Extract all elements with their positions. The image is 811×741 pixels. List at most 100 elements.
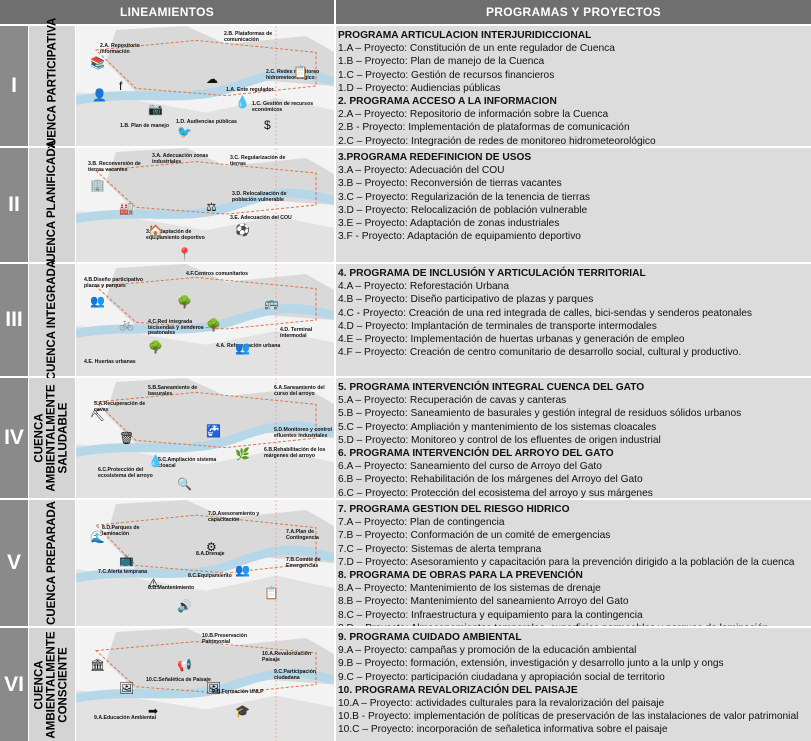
map-symbol-icon: 🏭 bbox=[119, 201, 134, 215]
project-item: 9.B – Proyecto: formación, extensión, in… bbox=[338, 658, 724, 670]
project-item: 8.A – Proyecto: Mantenimiento de los sis… bbox=[338, 583, 601, 595]
project-item: 6.B – Proyecto: Rehabilitación de los má… bbox=[338, 474, 643, 486]
map-annotation: 7.A.Plan de Contingencia bbox=[286, 529, 319, 541]
map-symbol-icon: 🚌 bbox=[264, 296, 279, 310]
program-heading: 7. PROGRAMA GESTION DEL RIESGO HIDRICO bbox=[338, 504, 570, 515]
row-lineamiento-label: CUENCA PLANIFICADA bbox=[29, 140, 75, 270]
map-annotation: 6.A.Saneamiento del curso del arroyo bbox=[274, 385, 325, 397]
project-item: 10.B - Proyecto: implementación de polít… bbox=[338, 711, 799, 723]
map-background bbox=[76, 628, 334, 741]
map-symbol-icon: 🏛 bbox=[90, 658, 106, 672]
project-item: 9.A – Proyecto: campañas y promoción de … bbox=[338, 645, 637, 657]
map-background bbox=[76, 500, 334, 626]
map-symbol-icon: 🌊 bbox=[90, 530, 105, 544]
row-roman-number: III bbox=[0, 264, 28, 376]
project-item: 3.B – Proyecto: Reconversión de tierras … bbox=[338, 178, 562, 190]
project-item: 4.B – Proyecto: Diseño participativo de … bbox=[338, 294, 594, 306]
row-lineamiento-label: CUENCA PARTICIPATIVA bbox=[29, 18, 75, 154]
map-annotation: 1.B. Plan de manejo bbox=[120, 123, 170, 129]
map-background bbox=[76, 26, 334, 146]
map-symbol-icon: 📺 bbox=[119, 553, 134, 567]
map-symbol-icon: 🚰 bbox=[206, 424, 221, 438]
project-item: 5.A – Proyecto: Recuperación de cavas y … bbox=[338, 395, 567, 407]
program-heading: 10. PROGRAMA REVALORIZACIÓN DEL PAISAJE bbox=[338, 684, 578, 696]
map-symbol-icon: $ bbox=[264, 118, 271, 132]
map-symbol-icon: ⚖ bbox=[206, 200, 217, 214]
map-symbol-icon: 👥 bbox=[235, 563, 250, 577]
map-annotation: 1.C. Gestión de recursos económicos bbox=[252, 101, 314, 113]
map-annotation: 4.D. Terminal intermodal bbox=[280, 327, 313, 339]
map-annotation: 9.A.Educación Ambiental bbox=[94, 715, 157, 721]
project-item: 8.C – Proyecto: Infraestructura y equipa… bbox=[338, 609, 643, 621]
project-item: 6.C – Proyecto: Protección del ecosistem… bbox=[338, 487, 653, 498]
map-symbol-icon: ⚙ bbox=[206, 540, 217, 554]
project-item: 7.C – Proyecto: Sistemas de alerta tempr… bbox=[338, 543, 542, 555]
map-symbol-icon: 📢 bbox=[177, 658, 192, 672]
project-item: 5.B – Proyecto: Saneamiento de basurales… bbox=[338, 408, 742, 420]
map-annotation: 9.B.Formación UNLP bbox=[212, 689, 264, 695]
row-lineamiento-label: CUENCA INTEGRADA bbox=[29, 260, 75, 380]
map-symbol-icon: 📋 bbox=[293, 65, 308, 79]
map-annotation: 4.B.Diseño participativo plazas y parque… bbox=[84, 277, 144, 289]
map-symbol-icon: 🌿 bbox=[235, 447, 250, 461]
project-item: 5.D – Proyecto: Monitoreo y control de l… bbox=[338, 434, 661, 446]
project-item: 2.A – Proyecto: Repositorio de informaci… bbox=[338, 109, 609, 121]
row-roman-number: V bbox=[0, 500, 28, 626]
project-item: 1.D – Proyecto: Audiencias públicas bbox=[338, 82, 501, 94]
map-annotation: 4.A. Reforestación urbana bbox=[216, 343, 281, 349]
project-item: 1.B – Proyecto: Plan de manejo de la Cue… bbox=[338, 56, 545, 68]
program-heading: 4. PROGRAMA DE INCLUSIÓN Y ARTICULACIÓN … bbox=[338, 268, 646, 279]
map-symbol-icon: 🖼 bbox=[206, 681, 222, 695]
header-programas: PROGRAMAS Y PROYECTOS bbox=[336, 0, 811, 24]
project-item: 4.E – Proyecto: Implementación de huerta… bbox=[338, 334, 685, 346]
map-annotation: 2.C. Redes monitoreo hidrometeorológico bbox=[266, 69, 320, 81]
map-background bbox=[76, 378, 334, 498]
map-symbol-icon: 🏠 bbox=[148, 224, 163, 238]
map-annotation: 8.C.Equipamiento bbox=[188, 573, 232, 579]
map-symbol-icon: f bbox=[119, 79, 123, 93]
row-lineamiento-label: CUENCA PREPARADA bbox=[29, 500, 75, 626]
map-annotation: 5.A.Recuperación de cavas bbox=[94, 401, 146, 413]
map-background bbox=[76, 148, 334, 262]
project-item: 4.C - Proyecto: Creación de una red inte… bbox=[338, 307, 752, 319]
map-annotation: 7.C.Alerta temprana bbox=[98, 569, 148, 575]
map-symbol-icon: ⛏ bbox=[90, 408, 106, 422]
project-item: 3.F - Proyecto: Adaptación de equipamien… bbox=[338, 231, 581, 243]
map-annotation: 4.E. Huertas urbanas bbox=[84, 359, 136, 365]
project-item: 9.C – Proyecto: participación ciudadana … bbox=[338, 671, 665, 683]
map-annotation: 10.A.Revalorización Paisaje bbox=[262, 651, 312, 663]
map-annotation: 2.A. Repositorio información bbox=[100, 43, 140, 55]
row-roman-number: VI bbox=[0, 628, 28, 741]
map-symbol-icon: 📚 bbox=[90, 56, 105, 70]
map-symbol-icon: 🌳 bbox=[177, 295, 192, 309]
project-item: 3.A – Proyecto: Adecuación del COU bbox=[338, 165, 505, 177]
programs-list: 7. PROGRAMA GESTION DEL RIESGO HIDRICO 7.… bbox=[336, 500, 811, 626]
map-annotation: 3.A. Adecuación zonas industriales bbox=[152, 153, 209, 165]
map-annotation: 1.D. Audiencias públicas bbox=[176, 119, 237, 125]
project-item: 4.A – Proyecto: Reforestación Urbana bbox=[338, 281, 510, 293]
map-symbol-icon: 👤 bbox=[92, 88, 107, 102]
map-annotation: 5.C.Ampliación sistema cloacal bbox=[158, 457, 217, 469]
map-symbol-icon: ☁ bbox=[206, 72, 218, 86]
map-symbol-icon: 💧 bbox=[148, 454, 163, 468]
map-symbol-icon: 🏢 bbox=[90, 178, 105, 192]
map-annotation: 3.D. Relocalización de población vulnera… bbox=[232, 191, 287, 203]
map-symbol-icon: 🔍 bbox=[177, 477, 192, 491]
project-item: 10.C – Proyecto: incorporación de señale… bbox=[338, 724, 668, 736]
row-roman-number: II bbox=[0, 148, 28, 262]
map-symbol-icon: ⚽ bbox=[235, 223, 250, 237]
map-symbol-icon: ➡ bbox=[148, 704, 159, 718]
map-annotation: 6.C.Protección del ecosistema del arroyo bbox=[98, 467, 153, 479]
project-item: 3.E – Proyecto: Adaptación de zonas indu… bbox=[338, 218, 560, 230]
map-symbol-icon: 💧 bbox=[235, 95, 250, 109]
program-heading: 9. PROGRAMA CUIDADO AMBIENTAL bbox=[338, 632, 522, 643]
map-annotation: 8.B.Mantenimiento bbox=[148, 585, 195, 591]
